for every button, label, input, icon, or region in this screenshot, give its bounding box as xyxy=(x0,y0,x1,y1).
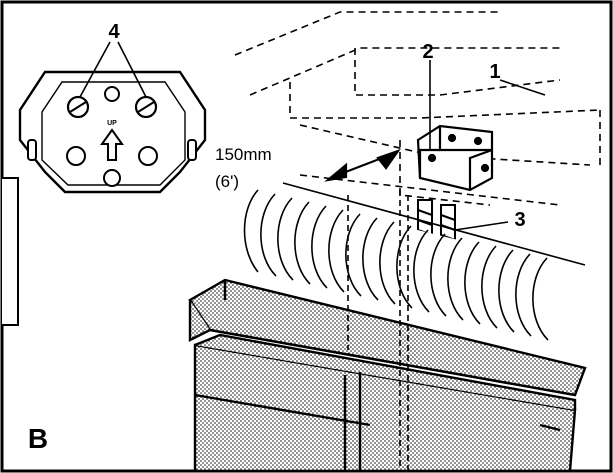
headrail xyxy=(188,278,587,397)
distance-arrow xyxy=(324,148,401,182)
blind-panels xyxy=(193,333,577,473)
panel-label: B xyxy=(28,423,48,454)
up-arrow-icon xyxy=(100,128,124,161)
ceiling-bracket xyxy=(416,124,494,192)
window-frame xyxy=(234,11,601,206)
callout-3: 3 xyxy=(514,209,525,231)
inset-bracket-plate: UP xyxy=(18,41,207,194)
callout-4: 4 xyxy=(108,21,120,43)
vertical-guides xyxy=(347,190,409,471)
distance-metric-label: 150mm xyxy=(215,145,272,164)
side-tab xyxy=(2,177,19,326)
callout-2: 2 xyxy=(422,41,433,63)
bracket-up-text: UP xyxy=(107,120,117,127)
pleated-fabric xyxy=(243,182,586,350)
distance-imperial-label: (6') xyxy=(215,172,239,191)
callout-1: 1 xyxy=(489,61,500,83)
callout-leaders xyxy=(429,60,546,231)
